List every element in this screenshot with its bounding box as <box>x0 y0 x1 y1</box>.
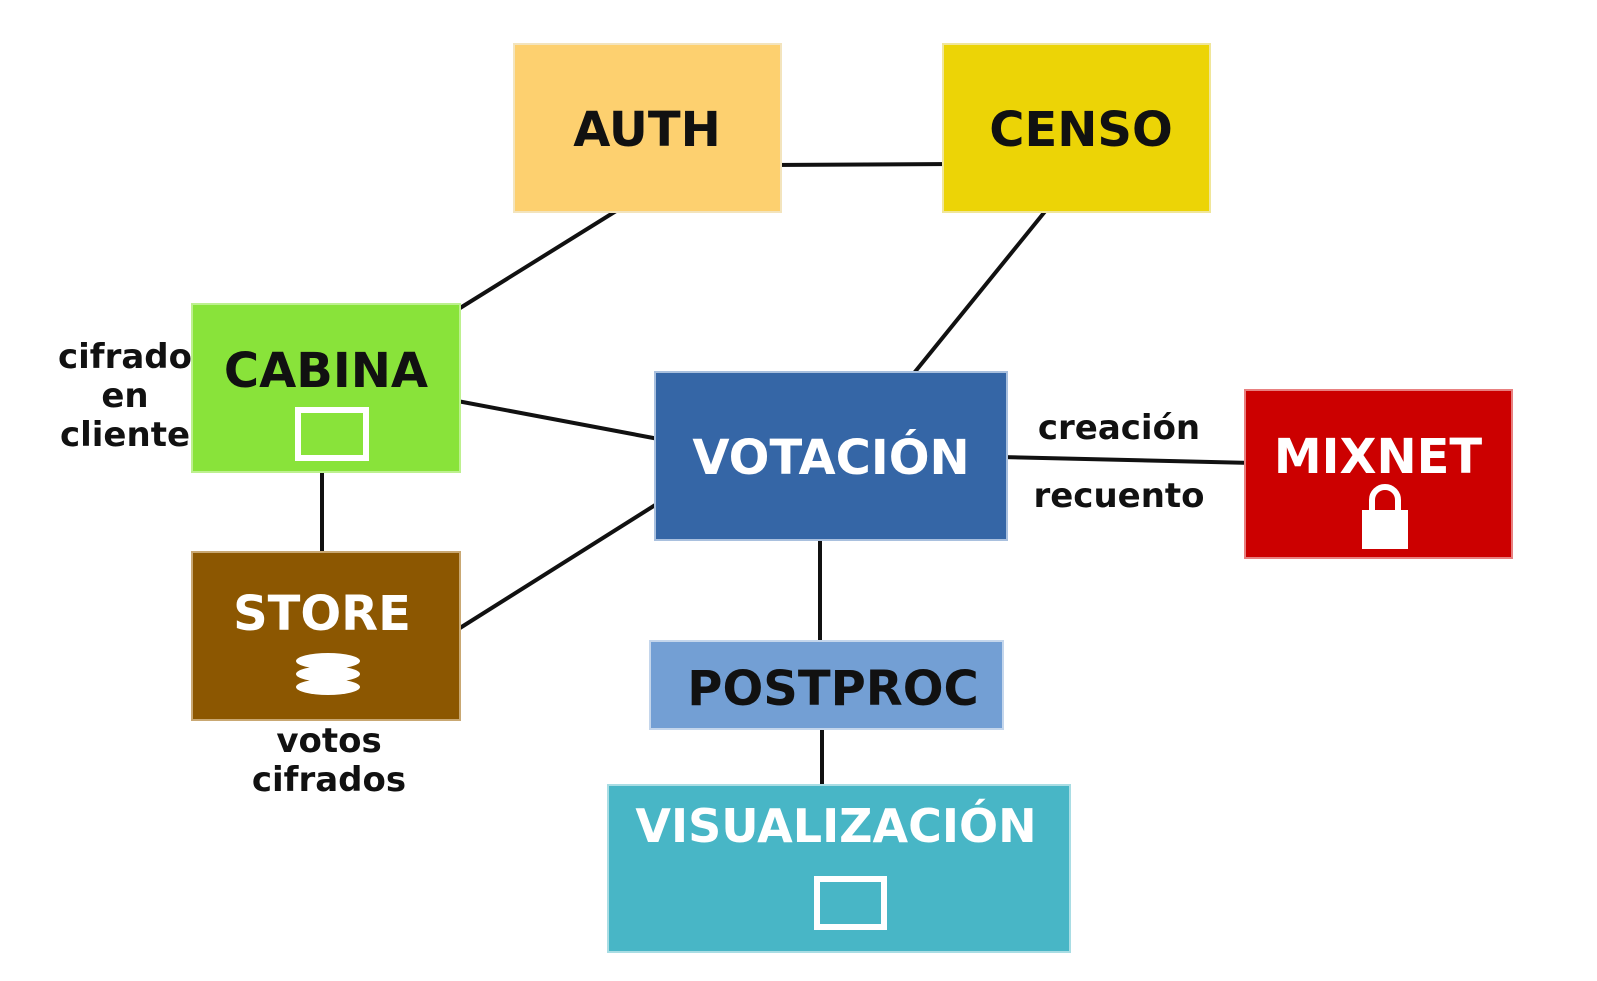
node-store-label: STORE <box>233 586 411 642</box>
annotation-cifrados: cifrados <box>252 760 406 800</box>
database-icon <box>296 653 360 695</box>
connector-votacion-mixnet <box>998 455 1255 465</box>
annotation-cifrado: cifrado <box>58 337 192 377</box>
node-votacion-label: VOTACIÓN <box>692 429 969 486</box>
monitor-icon <box>814 876 887 930</box>
annotation-creacion: creación <box>1038 408 1200 448</box>
annotation-cabina-side: cifrado en cliente <box>58 337 192 455</box>
node-store: STORE <box>191 551 461 721</box>
node-censo: CENSO <box>942 43 1211 213</box>
node-votacion: VOTACIÓN <box>654 371 1008 541</box>
node-censo-box <box>942 43 1211 213</box>
node-cabina-box <box>191 303 461 473</box>
node-postproc-label: POSTPROC <box>687 661 978 717</box>
connections <box>320 162 1255 800</box>
node-auth-label: AUTH <box>573 102 721 158</box>
annotation-recuento: recuento <box>1033 476 1204 516</box>
connector-auth-cabina <box>442 196 639 320</box>
monitor-icon <box>295 407 369 461</box>
annotation-votos: votos <box>276 721 381 761</box>
annotation-en: en <box>101 376 148 416</box>
node-visualizacion-label: VISUALIZACIÓN <box>635 799 1036 853</box>
node-censo-label: CENSO <box>989 102 1173 158</box>
connector-store-votacion <box>450 500 662 635</box>
node-postproc: POSTPROC <box>649 640 1004 730</box>
node-mixnet-label: MIXNET <box>1274 429 1483 485</box>
node-cabina-label: CABINA <box>224 343 428 399</box>
connector-cabina-votacion <box>450 398 666 442</box>
node-mixnet: MIXNET <box>1244 389 1513 559</box>
connector-censo-votacion <box>908 207 1049 380</box>
node-votacion-box <box>654 371 1008 541</box>
node-visualizacion: VISUALIZACIÓN <box>607 784 1071 953</box>
connector-auth-censo <box>768 162 957 167</box>
node-postproc-box <box>649 640 1004 730</box>
node-auth-box <box>513 43 782 213</box>
node-cabina: CABINA <box>191 303 461 473</box>
lock-icon <box>1362 484 1408 549</box>
annotation-store-below: votos cifrados <box>252 721 406 800</box>
node-auth: AUTH <box>513 43 782 213</box>
annotation-cliente: cliente <box>60 415 190 455</box>
